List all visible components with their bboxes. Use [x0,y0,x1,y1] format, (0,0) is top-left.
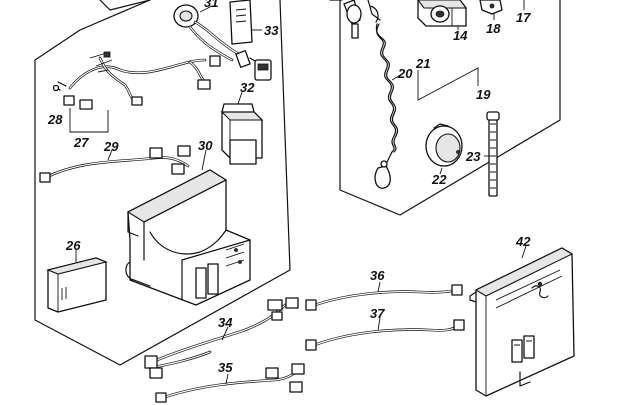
bracket-19-21 [417,67,479,101]
top-left-fragment [99,0,151,11]
part-27-harness [52,51,221,110]
part-34-harness [144,297,299,379]
label-20: 20 [397,66,413,81]
part-32-relay [220,103,264,165]
part-42-ecu [469,247,575,397]
label-35: 35 [218,360,233,375]
part-22-cap [425,123,463,167]
part-36-harness [305,284,463,311]
label-22: 22 [431,172,447,187]
left-group-outline [34,0,291,366]
part-18-bracket [479,0,503,15]
part-37-harness [305,319,465,351]
label-23: 23 [465,149,481,164]
label-29: 29 [103,139,119,154]
part-23-cable-tie [486,111,500,197]
label-34: 34 [218,315,233,330]
label-37: 37 [370,306,385,321]
label-21: 21 [415,56,430,71]
label-30: 30 [198,138,213,153]
label-27: 27 [73,135,89,150]
bracket-27-28 [69,108,109,133]
label-28: 28 [47,112,63,127]
part-30-module [125,169,251,306]
part-26-cover [46,257,108,313]
label-31: 31 [204,0,218,10]
label-33: 33 [264,23,279,38]
part-14-switch [417,0,468,27]
part-35-harness [155,363,305,403]
part-29-harness [39,145,191,183]
part-33-label-card [229,0,253,45]
label-19: 19 [476,87,491,102]
label-14: 14 [453,28,468,43]
label-36: 36 [370,268,385,283]
part-31-connector [173,4,272,81]
right-group-outline [329,0,561,216]
part-20-lanyard [343,0,398,189]
label-26: 26 [65,238,81,253]
label-17: 17 [516,10,531,25]
label-18: 18 [486,21,501,36]
label-42: 42 [515,234,531,249]
label-32: 32 [240,80,255,95]
